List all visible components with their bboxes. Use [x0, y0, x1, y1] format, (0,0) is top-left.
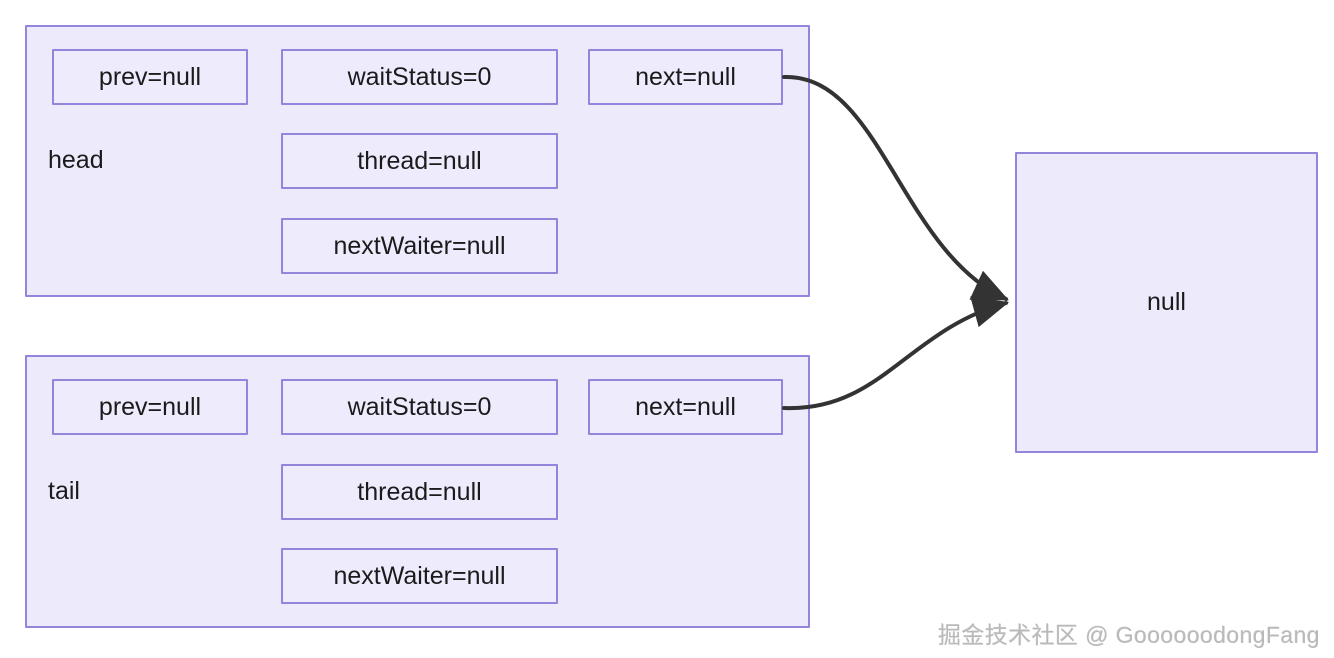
- head-node-label: head: [48, 146, 104, 174]
- null-terminal-box: null: [1015, 152, 1318, 453]
- arrow-head-next-to-null: [782, 74, 1009, 301]
- tail-field-next: next=null: [588, 379, 783, 435]
- tail-field-thread: thread=null: [281, 464, 558, 520]
- head-field-next: next=null: [588, 49, 783, 105]
- tail-field-nextwaiter: nextWaiter=null: [281, 548, 558, 604]
- watermark-text: 掘金技术社区 @ GoooooodongFang: [938, 622, 1320, 649]
- head-field-waitstatus: waitStatus=0: [281, 49, 558, 105]
- tail-node-label: tail: [48, 477, 80, 505]
- tail-field-prev: prev=null: [52, 379, 248, 435]
- head-field-nextwaiter: nextWaiter=null: [281, 218, 558, 274]
- head-field-thread: thread=null: [281, 133, 558, 189]
- arrow-tail-next-to-null: [782, 296, 1010, 411]
- tail-field-waitstatus: waitStatus=0: [281, 379, 558, 435]
- head-field-prev: prev=null: [52, 49, 248, 105]
